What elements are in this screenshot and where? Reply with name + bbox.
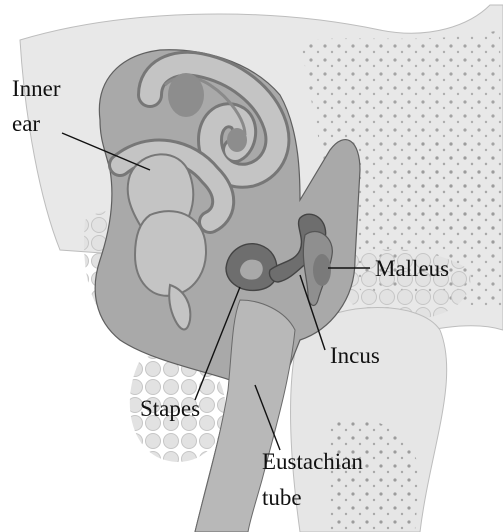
label-inner-ear-line1: Inner — [12, 76, 61, 101]
label-incus: Incus — [330, 343, 380, 368]
label-eustachian-line1: Eustachian — [262, 449, 363, 474]
label-malleus: Malleus — [375, 256, 449, 281]
label-stapes: Stapes — [140, 396, 200, 421]
label-eustachian-line2: tube — [262, 485, 302, 510]
label-inner-ear-line2: ear — [12, 111, 40, 136]
